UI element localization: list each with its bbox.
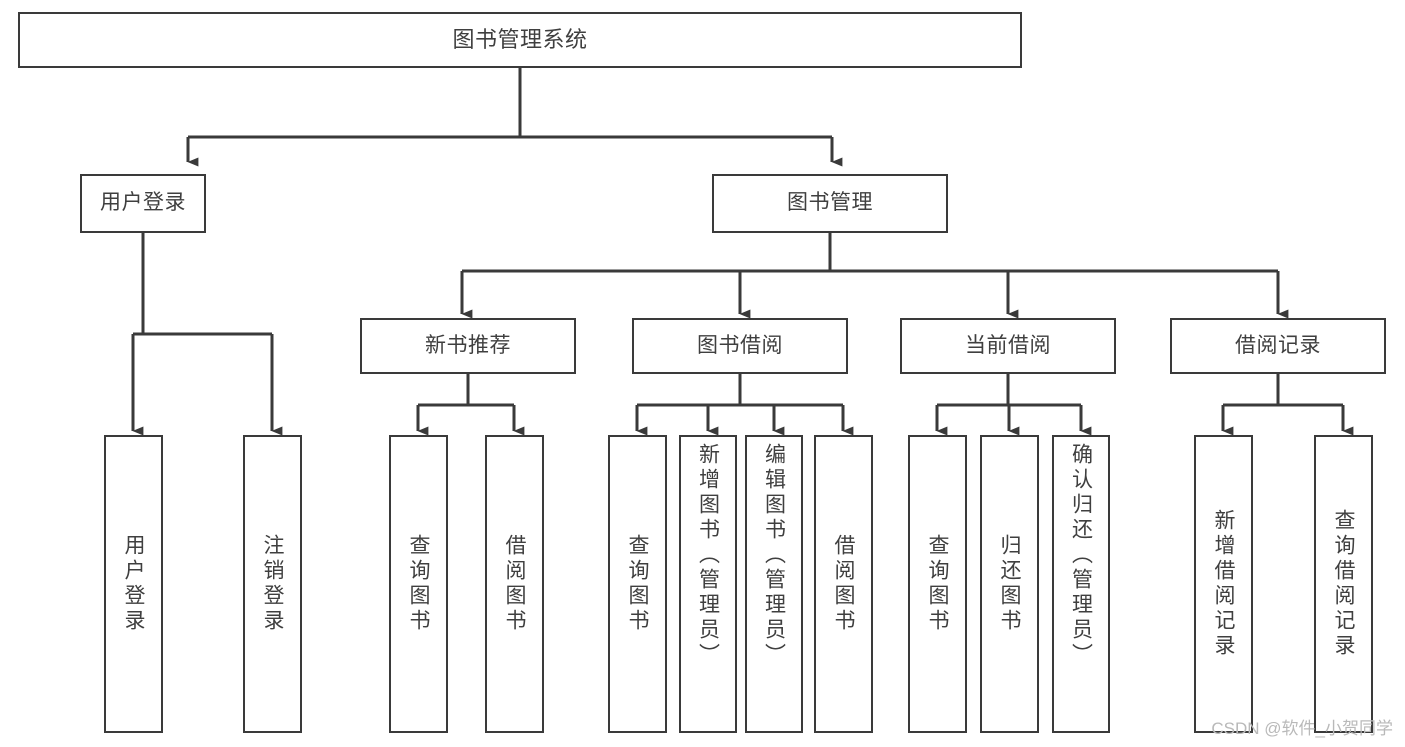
node-leaf-confirm-return[interactable]: 确认归还（管理员） (1052, 435, 1110, 733)
node-leaf-borrow-book-2[interactable]: 借阅图书 (814, 435, 873, 733)
node-label: 查询图书 (626, 534, 649, 634)
node-label: 归还图书 (998, 534, 1021, 634)
node-current-borrow[interactable]: 当前借阅 (900, 318, 1116, 374)
node-label: 编辑图书（管理员） (762, 443, 786, 668)
node-book-borrow[interactable]: 图书借阅 (632, 318, 848, 374)
node-label: 图书借阅 (697, 333, 783, 357)
node-leaf-user-logout[interactable]: 注销登录 (243, 435, 302, 733)
node-user-login[interactable]: 用户登录 (80, 174, 206, 233)
node-label: 新增图书（管理员） (696, 443, 720, 668)
node-leaf-borrow-book-1[interactable]: 借阅图书 (485, 435, 544, 733)
node-leaf-query-record[interactable]: 查询借阅记录 (1314, 435, 1373, 733)
watermark-text: CSDN @软件_小贺同学 (1211, 719, 1393, 738)
node-leaf-add-book[interactable]: 新增图书（管理员） (679, 435, 737, 733)
node-label: 借阅图书 (503, 534, 526, 634)
node-label: 图书管理 (787, 191, 873, 215)
node-label: 用户登录 (100, 191, 186, 215)
node-leaf-query-book-3[interactable]: 查询图书 (908, 435, 967, 733)
node-label: 用户登录 (122, 534, 145, 634)
node-label: 图书管理系统 (452, 27, 588, 53)
node-leaf-add-record[interactable]: 新增借阅记录 (1194, 435, 1253, 733)
node-label: 查询图书 (407, 534, 430, 634)
node-leaf-query-book-2[interactable]: 查询图书 (608, 435, 667, 733)
node-leaf-return-book[interactable]: 归还图书 (980, 435, 1039, 733)
node-book-manage[interactable]: 图书管理 (712, 174, 948, 233)
node-borrow-record[interactable]: 借阅记录 (1170, 318, 1386, 374)
node-label: 确认归还（管理员） (1069, 443, 1093, 668)
node-leaf-user-login[interactable]: 用户登录 (104, 435, 163, 733)
node-root-system[interactable]: 图书管理系统 (18, 12, 1022, 68)
node-leaf-edit-book[interactable]: 编辑图书（管理员） (745, 435, 803, 733)
node-label: 当前借阅 (965, 333, 1051, 357)
node-label: 借阅记录 (1235, 333, 1321, 357)
node-label: 查询借阅记录 (1332, 509, 1355, 659)
node-label: 查询图书 (926, 534, 949, 634)
node-leaf-query-book-1[interactable]: 查询图书 (389, 435, 448, 733)
node-label: 注销登录 (261, 534, 284, 634)
node-new-book-recommend[interactable]: 新书推荐 (360, 318, 576, 374)
node-label: 新增借阅记录 (1212, 509, 1235, 659)
node-label: 借阅图书 (832, 534, 855, 634)
node-label: 新书推荐 (425, 333, 511, 357)
